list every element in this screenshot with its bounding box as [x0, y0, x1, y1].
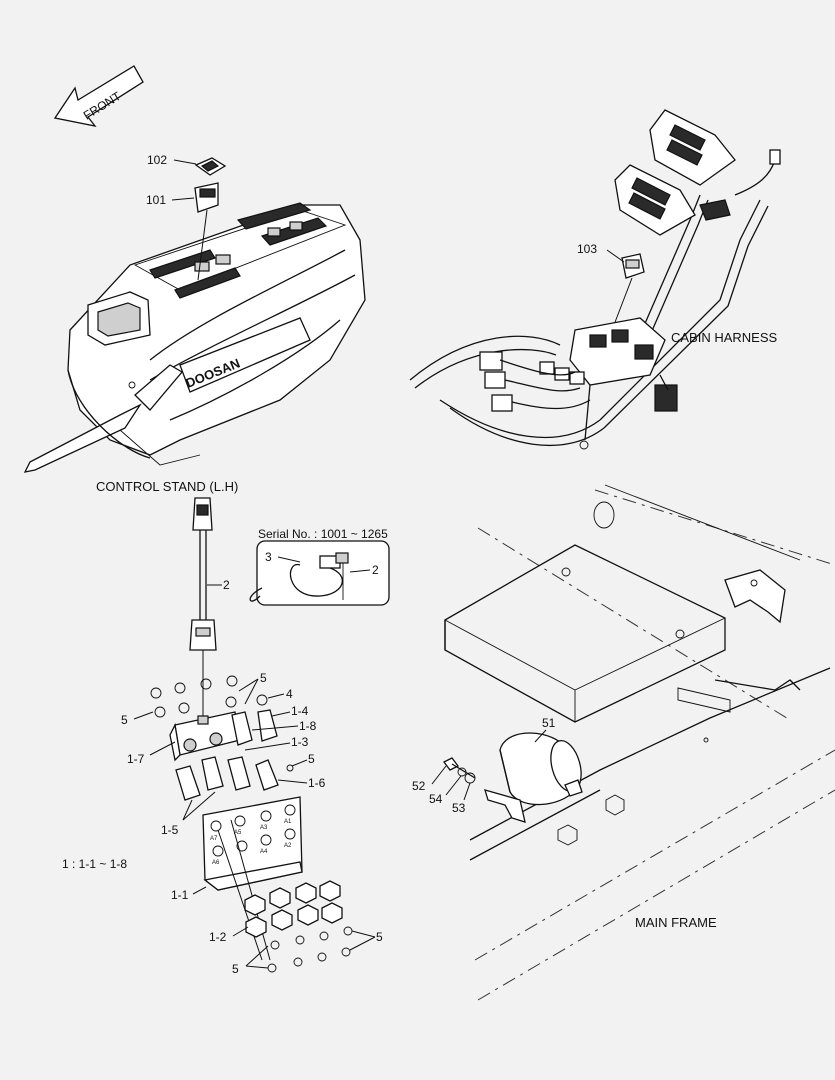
- callout-1-8: 1-8: [299, 719, 317, 733]
- callout-5-right: 5: [308, 752, 315, 766]
- plate-mark-a5: A5: [234, 830, 242, 836]
- callout-5-top: 5: [260, 671, 267, 685]
- callout-1-3: 1-3: [291, 735, 309, 749]
- main-frame-assembly: [444, 484, 835, 1001]
- callout-51: 51: [542, 716, 556, 730]
- callout-5-left: 5: [121, 713, 128, 727]
- callout-102: 102: [147, 153, 167, 167]
- plate-mark-a7: A7: [210, 836, 218, 842]
- o-rings-bottom: [267, 926, 353, 973]
- cabin-harness-assembly: 103: [409, 109, 781, 450]
- caption-cabin-harness: CABIN HARNESS: [671, 330, 778, 345]
- fasteners-52-54: 52 54 53: [412, 757, 476, 815]
- kit-note: 1 : 1-1 ~ 1-8: [62, 857, 127, 871]
- switch-101: 101: [146, 182, 219, 281]
- control-stand-assembly: DOOSAN: [23, 202, 366, 473]
- plate-mark-a4: A4: [260, 849, 268, 855]
- plate-mark-a3: A3: [260, 825, 268, 831]
- callout-1-2: 1-2: [209, 930, 227, 944]
- callout-5-bottom-left: 5: [232, 962, 239, 976]
- travel-alarm-51: 51: [484, 716, 583, 823]
- callout-1-6: 1-6: [308, 776, 326, 790]
- callout-1-4: 1-4: [291, 704, 309, 718]
- harness-lead-2: 2: [189, 497, 230, 720]
- callout-54: 54: [429, 792, 443, 806]
- callout-101: 101: [146, 193, 166, 207]
- callout-3-inset: 3: [265, 550, 272, 564]
- callout-4: 4: [286, 687, 293, 701]
- caption-main-frame: MAIN FRAME: [635, 915, 717, 930]
- o-rings-top: [150, 675, 268, 718]
- callout-1-1: 1-1: [171, 888, 189, 902]
- callout-1-5: 1-5: [161, 823, 179, 837]
- callout-2-inset: 2: [372, 563, 379, 577]
- callout-2: 2: [223, 578, 230, 592]
- serial-inset: Serial No. : 1001 ~ 1265 3 2: [249, 527, 390, 606]
- callout-103: 103: [577, 242, 597, 256]
- front-arrow: FRONT: [53, 65, 144, 127]
- serial-note: Serial No. : 1001 ~ 1265: [258, 527, 388, 541]
- callout-52: 52: [412, 779, 426, 793]
- callout-5-bottom-right: 5: [376, 930, 383, 944]
- plate-mark-a6: A6: [212, 860, 220, 866]
- callout-53: 53: [452, 801, 466, 815]
- pressure-switch-kit: A7 A5 A3 A1 A6 A4 A2: [121, 671, 383, 976]
- callout-1-7: 1-7: [127, 752, 145, 766]
- cover-102: 102: [147, 153, 227, 176]
- plate-mark-a1: A1: [284, 819, 292, 825]
- plate-mark-a2: A2: [284, 843, 292, 849]
- lock-nuts: [244, 880, 343, 938]
- caption-control-stand: CONTROL STAND (L.H): [96, 479, 238, 494]
